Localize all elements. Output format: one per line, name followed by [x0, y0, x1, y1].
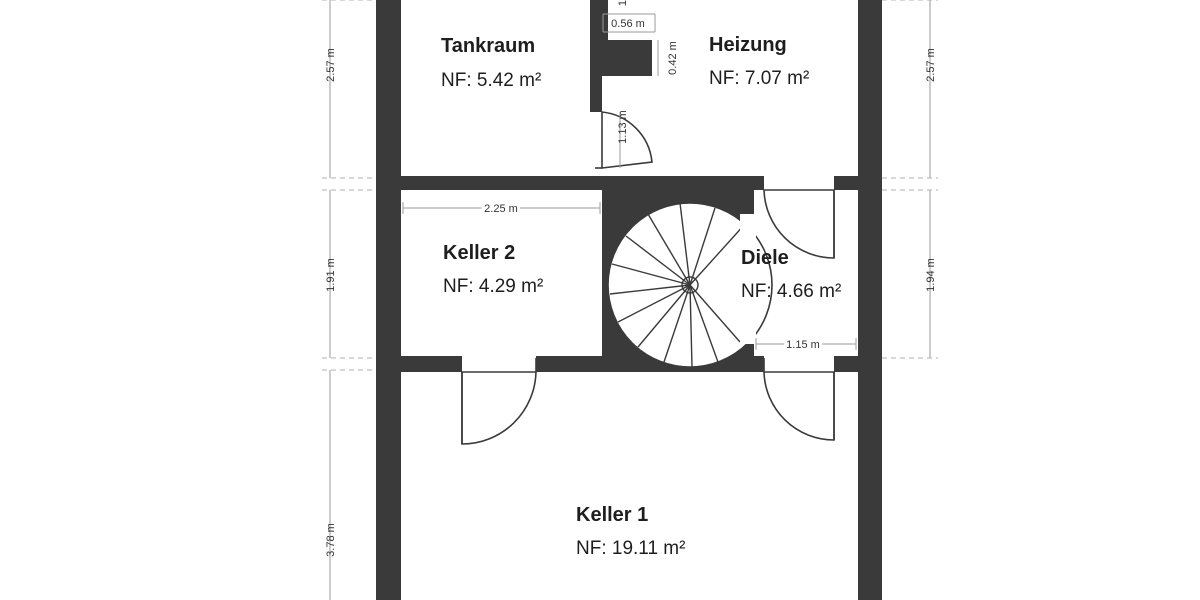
room-tankraum-name: Tankraum — [441, 35, 535, 57]
dim-right-mid: 1.94 m — [925, 258, 937, 292]
room-keller2-name: Keller 2 — [443, 242, 515, 264]
room-tankraum-area: NF: 5.42 m² — [441, 70, 541, 91]
dim-door-tankraum: 1.13 m — [617, 110, 629, 144]
dim-right-top: 2.57 m — [925, 48, 937, 82]
door-diele-top — [763, 189, 835, 259]
room-labels: Tankraum NF: 5.42 m² Heizung NF: 7.07 m²… — [441, 34, 841, 559]
dim-left-bottom: 3.78 m — [325, 523, 337, 557]
room-keller1-area: NF: 19.11 m² — [576, 538, 685, 559]
dim-diele-width: 1.15 m — [786, 339, 820, 351]
inner-dimensions — [402, 13, 857, 350]
door-keller1 — [763, 371, 835, 441]
walls — [376, 0, 882, 600]
door-keller2 — [461, 371, 537, 445]
room-heizung-area: NF: 7.07 m² — [709, 68, 809, 89]
room-heizung-name: Heizung — [709, 34, 787, 56]
room-keller1-name: Keller 1 — [576, 504, 648, 526]
dim-chimney-depth: 0.42 m — [667, 41, 679, 75]
left-dimension-chain — [322, 0, 378, 600]
dim-keller2-width: 2.25 m — [484, 203, 518, 215]
room-diele-name: Diele — [741, 247, 789, 269]
spiral-staircase — [607, 202, 773, 368]
right-dimension-chain — [882, 0, 938, 359]
room-keller2-area: NF: 4.29 m² — [443, 276, 543, 297]
doors — [461, 111, 835, 445]
door-tankraum-heizung — [601, 111, 653, 169]
dim-left-top: 2.57 m — [325, 48, 337, 82]
dim-chimney-width: 0.56 m — [611, 18, 645, 30]
dim-top-cut: 1 — [617, 0, 629, 6]
dimension-labels: 2.57 m 1.91 m 3.78 m 2.57 m 1.94 m 2.25 … — [325, 0, 937, 557]
room-diele-area: NF: 4.66 m² — [741, 281, 841, 302]
dim-left-mid: 1.91 m — [325, 258, 337, 292]
